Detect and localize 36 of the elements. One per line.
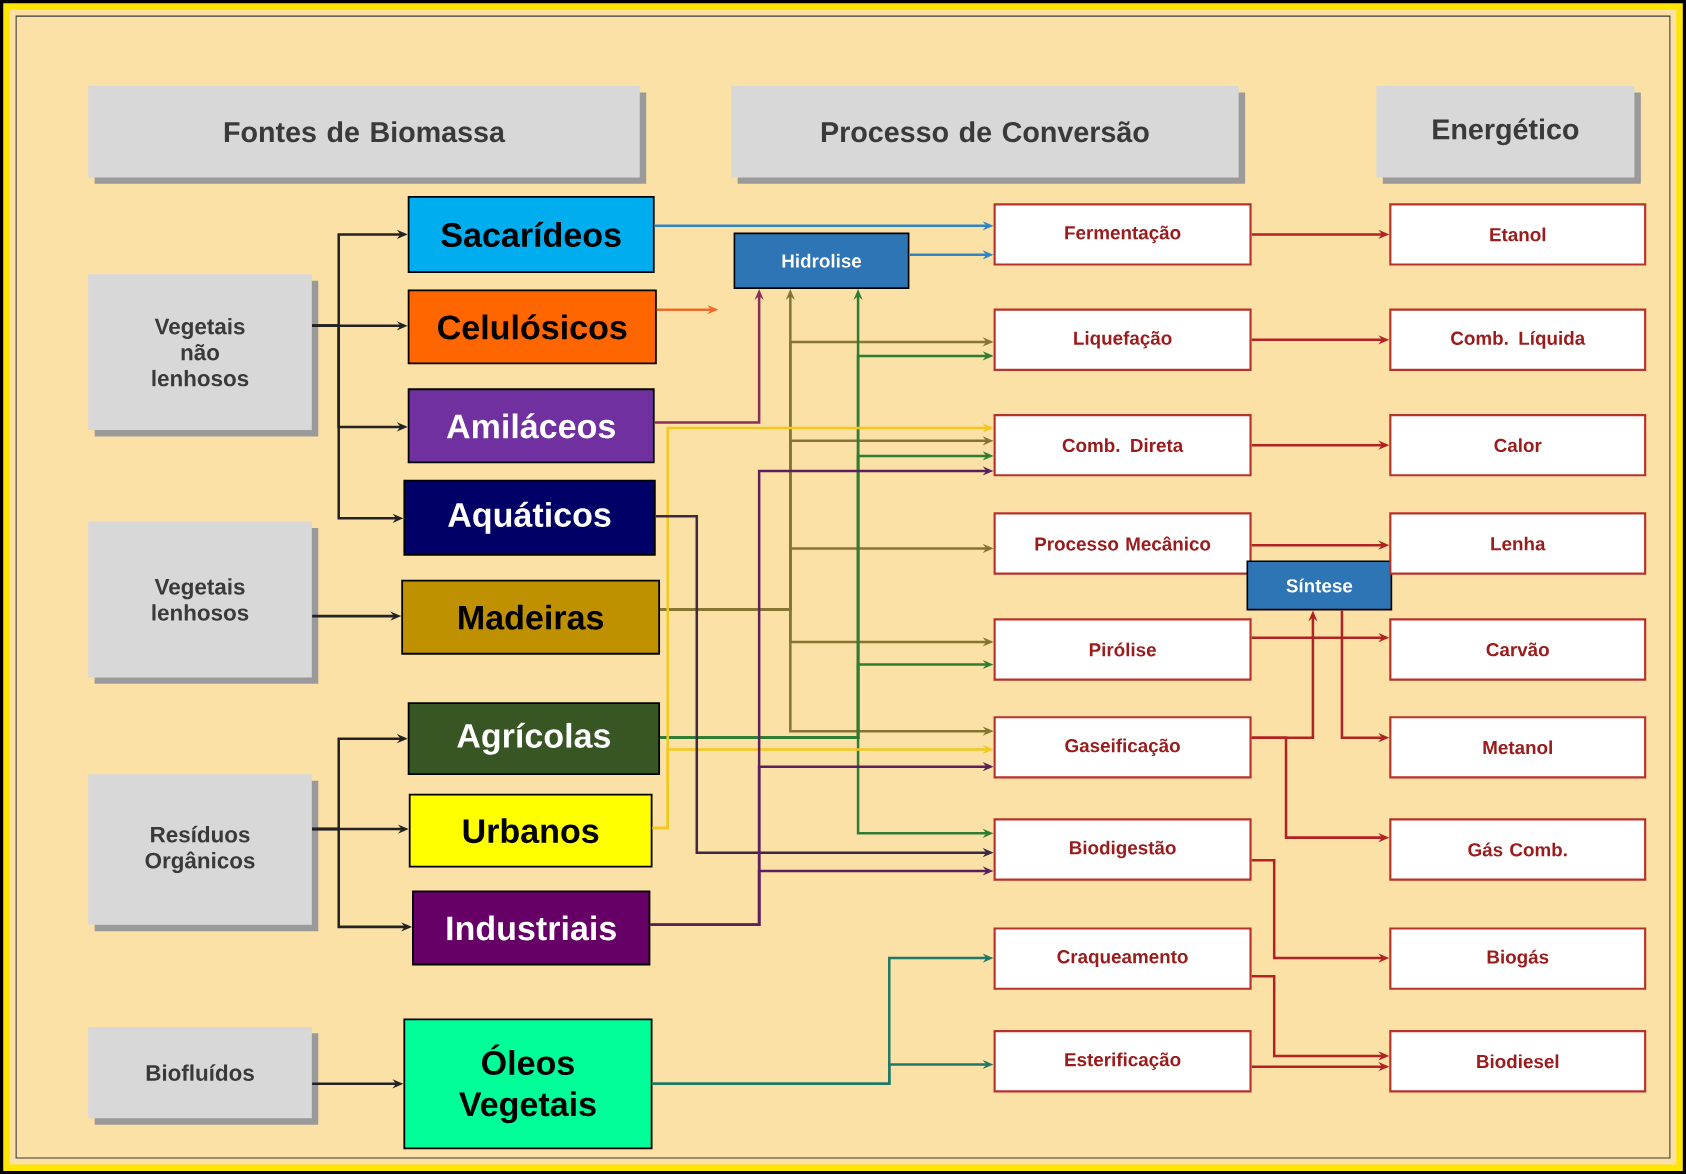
- product-box: Biodiesel: [1389, 1030, 1647, 1093]
- process-box: Biodigestão: [993, 818, 1252, 881]
- product-box: Gás Comb.: [1389, 818, 1647, 881]
- process-box: Pirólise: [993, 618, 1252, 681]
- source-box: Urbanos: [408, 793, 653, 868]
- source-box: Madeiras: [401, 579, 661, 655]
- product-box: Comb. Líquida: [1389, 308, 1647, 371]
- process-box: Gaseificação: [993, 716, 1252, 779]
- source-box: Óleos Vegetais: [403, 1018, 653, 1150]
- process-box: Craqueamento: [993, 927, 1252, 990]
- category-box: Vegetais lenhosos: [88, 521, 319, 684]
- product-box: Carvão: [1389, 618, 1647, 681]
- category-box: Vegetais não lenhosos: [88, 274, 319, 437]
- product-box: Etanol: [1389, 203, 1647, 266]
- process-box: Processo Mecânico: [993, 512, 1252, 575]
- product-box: Metanol: [1389, 716, 1647, 779]
- process-box: Liquefação: [993, 308, 1252, 371]
- process-box: Fermentação: [993, 203, 1252, 266]
- step-box: Síntese: [1246, 560, 1393, 611]
- header-box: Processo de Conversão: [731, 85, 1246, 184]
- product-box: Biogás: [1389, 927, 1647, 990]
- source-box: Aquáticos: [403, 479, 656, 556]
- step-box: Hidrolise: [733, 232, 910, 289]
- header-box: Fontes de Biomassa: [88, 85, 647, 184]
- product-box: Lenha: [1389, 512, 1647, 575]
- process-box: Comb. Direta: [993, 413, 1252, 477]
- source-box: Industriais: [412, 890, 651, 966]
- category-box: Biofluídos: [88, 1026, 319, 1125]
- source-box: Sacarídeos: [407, 195, 655, 273]
- source-box: Celulósicos: [407, 289, 657, 365]
- header-box: Energético: [1376, 85, 1641, 184]
- process-box: Esterificação: [993, 1030, 1252, 1093]
- source-box: Agrícolas: [407, 702, 661, 775]
- product-box: Calor: [1389, 413, 1647, 477]
- category-box: Resíduos Orgânicos: [88, 774, 319, 932]
- source-box: Amiláceos: [407, 388, 655, 464]
